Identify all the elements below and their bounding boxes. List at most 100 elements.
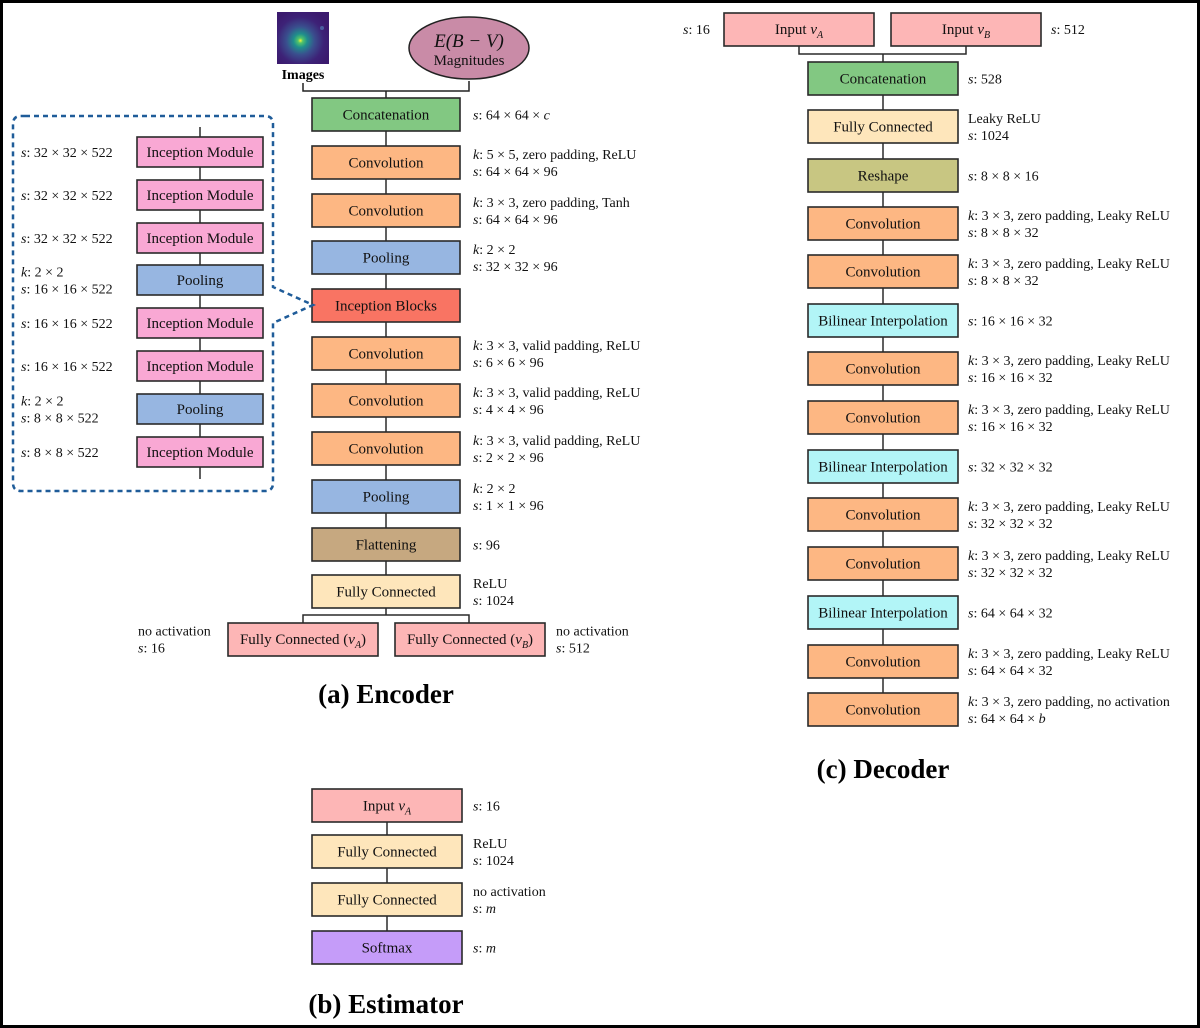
layer-label: Convolution — [348, 347, 424, 363]
layer-box — [311, 527, 461, 562]
layer-box — [807, 449, 959, 484]
layer-label: Convolution — [845, 655, 921, 671]
layer-label: Inception Module — [146, 231, 253, 247]
ebv-label: E(B − V) — [433, 31, 504, 52]
layer-annotation: s: 16 — [473, 800, 500, 815]
layer-label: Pooling — [177, 273, 224, 289]
layer-annotation: k: 3 × 3, zero padding, Leaky ReLU — [968, 549, 1170, 564]
layer-annotation: s: 512 — [1051, 23, 1085, 38]
layer-annotation: k: 3 × 3, valid padding, ReLU — [473, 339, 640, 354]
layer-annotation: s: 64 × 64 × 96 — [473, 213, 558, 228]
diagram-svg: Images E(B − V) Magnitudes Concatenation… — [11, 12, 1170, 1019]
estimator-caption: (b) Estimator — [308, 989, 463, 1019]
layer-annotation: k: 3 × 3, zero padding, Leaky ReLU — [968, 500, 1170, 515]
layer-label: Convolution — [845, 265, 921, 281]
layer-box — [311, 930, 463, 965]
layer-box — [311, 431, 461, 466]
layer-box — [807, 351, 959, 386]
layer-label: Fully Connected — [833, 120, 933, 136]
layer-label: Input vB — [942, 22, 990, 41]
layer-box — [807, 497, 959, 532]
layer-annotation: s: 64 × 64 × 96 — [473, 165, 558, 180]
layer-annotation: s: 16 × 16 × 522 — [21, 317, 113, 332]
layer-convolution: Convolution k: 3 × 3, valid padding, ReLU… — [311, 336, 640, 371]
layer-inception-module: Inception Module s: 32 × 32 × 522 — [21, 222, 264, 254]
layer-box — [227, 622, 379, 657]
layer-label: Inception Module — [146, 188, 253, 204]
layer-box — [136, 307, 264, 339]
layer-annotation: k: 2 × 2 — [473, 482, 516, 497]
layer-annotation: k: 5 × 5, zero padding, ReLU — [473, 148, 636, 163]
layer-box — [394, 622, 546, 657]
layer-box — [136, 136, 264, 168]
layer-box — [807, 158, 959, 193]
layer-annotation: s: 64 × 64 × b — [968, 712, 1046, 727]
layer-box — [807, 644, 959, 679]
layer-box — [311, 240, 461, 275]
layer-label: Reshape — [858, 169, 909, 185]
layer-box — [136, 264, 264, 296]
layer-annotation: s: 512 — [556, 642, 590, 657]
layer-annotation: no activation — [556, 625, 629, 640]
layer-annotation: s: m — [473, 902, 496, 917]
layer-box — [807, 254, 959, 289]
layer-annotation: k: 3 × 3, zero padding, Leaky ReLU — [968, 354, 1170, 369]
layer-box — [807, 546, 959, 581]
inception-detail-callout — [11, 114, 317, 493]
layer-box — [890, 12, 1042, 47]
layer-annotation: k: 3 × 3, zero padding, Leaky ReLU — [968, 403, 1170, 418]
layer-box — [136, 179, 264, 211]
layer-box — [807, 595, 959, 630]
encoder-caption: (a) Encoder — [318, 679, 454, 709]
layer-label: Bilinear Interpolation — [818, 460, 948, 476]
layer-inception-module: Inception Module s: 16 × 16 × 522 — [21, 350, 264, 382]
layer-annotation: s: 16 — [138, 642, 165, 657]
decoder-input-vb: Input vB s: 512 — [890, 12, 1085, 47]
layer-annotation: s: 32 × 32 × 522 — [21, 232, 113, 247]
layer-annotation: s: 32 × 32 × 96 — [473, 260, 558, 275]
layer-label: Fully Connected (vB) — [407, 632, 533, 651]
layer-label: Concatenation — [840, 72, 927, 88]
layer-label: Bilinear Interpolation — [818, 606, 948, 622]
layer-annotation: k: 3 × 3, valid padding, ReLU — [473, 386, 640, 401]
layer-annotation: s: 6 × 6 × 96 — [473, 356, 544, 371]
layer-box — [723, 12, 875, 47]
layer-annotation: s: 32 × 32 × 522 — [21, 146, 113, 161]
layer-annotation: s: 16 × 16 × 522 — [21, 360, 113, 375]
images-label: Images — [282, 68, 325, 83]
layer-annotation: s: 16 × 16 × 32 — [968, 315, 1053, 330]
layer-label: Softmax — [362, 941, 413, 957]
layer-label: Inception Module — [146, 359, 253, 375]
output-fc-vb: Fully Connected (vB) no activation s: 512 — [394, 622, 629, 657]
layer-label: Convolution — [348, 394, 424, 410]
layer-label: Input vA — [775, 22, 824, 41]
layer-box — [136, 393, 264, 425]
layer-annotation: no activation — [138, 625, 211, 640]
layer-annotation: k: 3 × 3, zero padding, Tanh — [473, 196, 630, 211]
layer-annotation: k: 3 × 3, zero padding, no activation — [968, 695, 1170, 710]
layer-annotation: Leaky ReLU — [968, 112, 1041, 127]
layer-label: Fully Connected — [337, 893, 437, 909]
galaxy-image-star — [320, 26, 324, 30]
magnitudes-label: Magnitudes — [434, 53, 505, 69]
layer-label: Convolution — [845, 508, 921, 524]
